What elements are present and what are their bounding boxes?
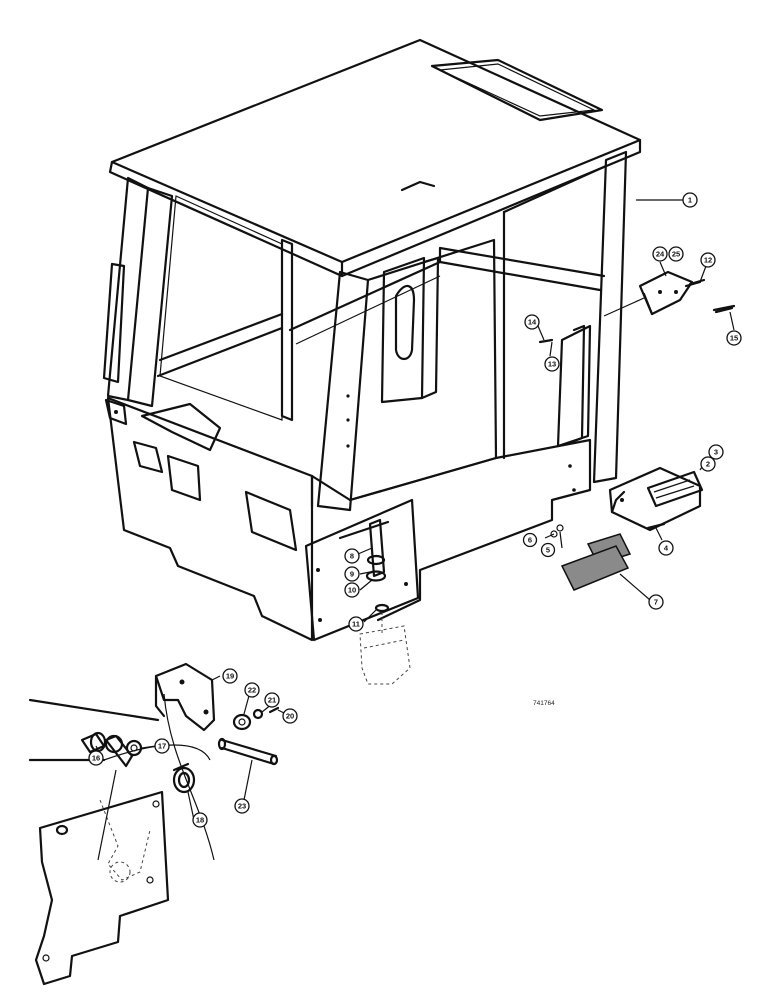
hinge-detail-view: [28, 662, 280, 986]
callout-10: 10: [344, 582, 360, 598]
front-opening-2: [166, 454, 202, 502]
callout-15: 15: [726, 330, 742, 346]
roof-hatch: [430, 58, 604, 122]
svg-text:5: 5: [546, 546, 550, 555]
cab-roof: [110, 38, 642, 264]
rear-right-pillar: [592, 150, 628, 484]
callout-4: 4: [658, 540, 674, 556]
pin-23: [220, 738, 278, 758]
callout-21: 21: [264, 692, 280, 708]
left-side-rail: [102, 262, 126, 384]
cab-lower-front: [106, 396, 314, 642]
callout-11: 11: [348, 616, 364, 632]
svg-text:6: 6: [528, 536, 532, 545]
svg-text:3: 3: [714, 448, 718, 457]
callout-23: 23: [234, 798, 250, 814]
svg-text:24: 24: [656, 250, 665, 259]
callout-9: 9: [344, 566, 360, 582]
leader-lines: [95, 199, 735, 821]
nut-21: [252, 708, 264, 720]
callout-25: 25: [668, 246, 684, 262]
callout-22: 22: [244, 682, 260, 698]
bolt-12: [688, 278, 706, 286]
callout-14: 14: [524, 314, 540, 330]
svg-text:22: 22: [248, 686, 256, 695]
washer-6: [550, 530, 558, 538]
callout-19: 19: [222, 668, 238, 684]
bracket-19: [154, 662, 216, 732]
callout-3: 3: [708, 444, 724, 460]
callout-1: 1: [682, 192, 698, 208]
bolt-15: [714, 306, 734, 314]
callout-24: 24: [652, 246, 668, 262]
callout-5: 5: [540, 542, 556, 558]
svg-text:23: 23: [238, 802, 246, 811]
pin-20: [268, 706, 280, 714]
washer-5: [556, 524, 564, 532]
svg-text:17: 17: [158, 742, 166, 751]
front-right-pillar: [316, 270, 370, 512]
svg-text:15: 15: [730, 334, 738, 343]
svg-text:11: 11: [352, 620, 360, 629]
svg-text:9: 9: [350, 570, 354, 579]
svg-text:2: 2: [706, 460, 710, 469]
svg-text:18: 18: [196, 816, 204, 825]
svg-text:14: 14: [528, 318, 537, 327]
callout-20: 20: [282, 708, 298, 724]
front-left-pillar: [106, 176, 150, 402]
side-bracket: [603, 270, 736, 317]
svg-text:13: 13: [548, 360, 556, 369]
nut-14: [538, 338, 554, 344]
bottom-step-plate: [304, 498, 420, 642]
bushing-18: [172, 766, 196, 794]
callout-7: 7: [648, 594, 664, 610]
svg-text:1: 1: [688, 196, 692, 205]
callout-8: 8: [344, 548, 360, 564]
inner-slot: [394, 284, 416, 361]
step-assembly: [608, 466, 704, 532]
svg-text:10: 10: [348, 586, 356, 595]
callout-6: 6: [522, 532, 538, 548]
figure-code: 741764: [533, 700, 555, 707]
callout-12: 12: [700, 252, 716, 268]
front-opening-1: [132, 440, 164, 474]
callout-13: 13: [544, 356, 560, 372]
bolt-4: [646, 522, 666, 530]
pin-stack: [365, 518, 387, 582]
svg-text:4: 4: [664, 544, 669, 553]
roof-handle: [400, 180, 436, 192]
svg-text:19: 19: [226, 672, 234, 681]
svg-text:25: 25: [672, 250, 680, 259]
svg-text:7: 7: [654, 598, 658, 607]
callout-17: 17: [154, 738, 170, 754]
front-opening-3: [244, 490, 298, 552]
callout-16: 16: [88, 750, 104, 766]
mounting-plate: [34, 790, 170, 986]
cab-assembly: [102, 38, 642, 642]
svg-text:8: 8: [350, 552, 354, 561]
door-hinge-strip: [556, 324, 592, 448]
tread-pad-lower: [560, 545, 630, 591]
svg-text:20: 20: [286, 712, 294, 721]
callout-2: 2: [700, 456, 716, 472]
washer-22: [232, 713, 252, 731]
svg-text:12: 12: [704, 256, 712, 265]
svg-text:16: 16: [92, 754, 100, 763]
svg-text:21: 21: [268, 696, 276, 705]
washer-17: [125, 739, 143, 757]
callout-18: 18: [192, 812, 208, 828]
lower-mount-11: [359, 603, 411, 685]
